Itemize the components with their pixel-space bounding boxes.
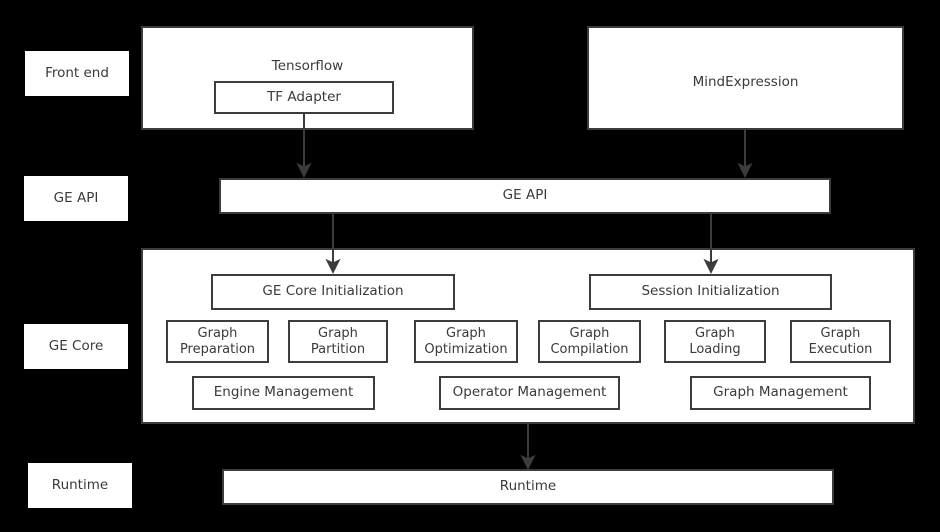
tensorflow-title: Tensorflow bbox=[271, 58, 344, 74]
runtime-bar[interactable]: Runtime bbox=[222, 469, 834, 505]
stage-label-front-end-text: Front end bbox=[45, 64, 109, 81]
stage-label-ge-core-text: GE Core bbox=[48, 337, 104, 354]
tensorflow-container[interactable]: Tensorflow bbox=[141, 26, 474, 130]
mindexpression-container[interactable]: MindExpression bbox=[587, 26, 904, 130]
runtime-bar-label: Runtime bbox=[499, 478, 557, 495]
stage-label-runtime-text: Runtime bbox=[51, 476, 109, 493]
stage-label-ge-api-text: GE API bbox=[53, 189, 99, 206]
mindexpression-title: MindExpression bbox=[692, 74, 799, 90]
ge-api-bar[interactable]: GE API bbox=[219, 178, 831, 214]
stage-label-runtime: Runtime bbox=[28, 463, 132, 508]
stage-label-front-end: Front end bbox=[25, 51, 129, 96]
ge-core-panel bbox=[141, 248, 915, 424]
ge-api-bar-label: GE API bbox=[502, 187, 548, 204]
stage-label-ge-core: GE Core bbox=[24, 324, 128, 369]
stage-label-ge-api: GE API bbox=[24, 176, 128, 221]
